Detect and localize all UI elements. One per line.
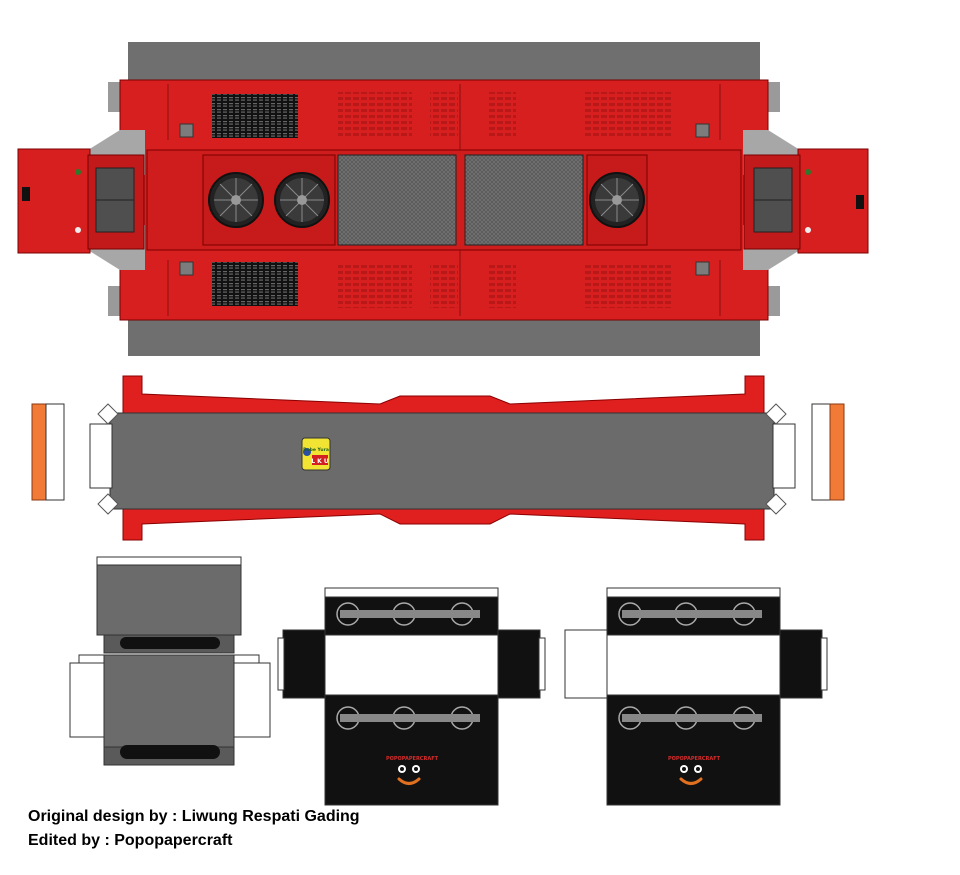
top-grey-strip (128, 42, 760, 82)
smile-face-icon (397, 765, 421, 785)
vent-bottom (212, 262, 298, 306)
radiator-fan-icon (274, 172, 330, 228)
cab-box-net (69, 556, 271, 766)
smile-face-icon (679, 765, 703, 785)
corner-tabs (108, 82, 780, 316)
louver-panels (338, 92, 673, 308)
bogie-net-right: POPOPAPERCRAFT (564, 587, 828, 806)
svg-text:L K U: L K U (311, 458, 329, 465)
locomotive-frame-piece: Bebe Yura L K U (31, 375, 845, 541)
original-design-credit: Original design by : Liwung Respati Gadi… (28, 808, 360, 825)
radiator-fan-icon (589, 172, 645, 228)
railway-logo-badge: Bebe Yura L K U (301, 437, 331, 471)
bottom-grey-strip (128, 320, 760, 356)
locomotive-top-piece (17, 42, 869, 356)
right-light-housing (829, 403, 845, 501)
bogie-wheel-icon (336, 602, 480, 626)
vent-top (212, 94, 298, 138)
edited-by-credit: Edited by : Popopapercraft (28, 832, 233, 849)
bogie-wheel-icon (618, 706, 762, 730)
brand-label: POPOPAPERCRAFT (668, 756, 721, 762)
bogie-wheel-icon (336, 706, 480, 730)
right-buffer-beam (772, 423, 796, 489)
frame-grey-deck (109, 412, 775, 510)
left-light-housing (31, 403, 47, 501)
bogie-net-left: POPOPAPERCRAFT (277, 587, 546, 806)
radiator-fan-icon (208, 172, 264, 228)
right-headlight-icon (856, 195, 864, 209)
mesh-grille-left (337, 154, 457, 246)
left-buffer-beam (89, 423, 113, 489)
bogie-wheel-icon (618, 602, 762, 626)
mesh-grille-right (464, 154, 584, 246)
svg-text:Bebe Yura: Bebe Yura (303, 447, 329, 453)
brand-label: POPOPAPERCRAFT (386, 756, 439, 762)
left-headlight-icon (22, 187, 30, 201)
roof-hatches (179, 123, 710, 276)
